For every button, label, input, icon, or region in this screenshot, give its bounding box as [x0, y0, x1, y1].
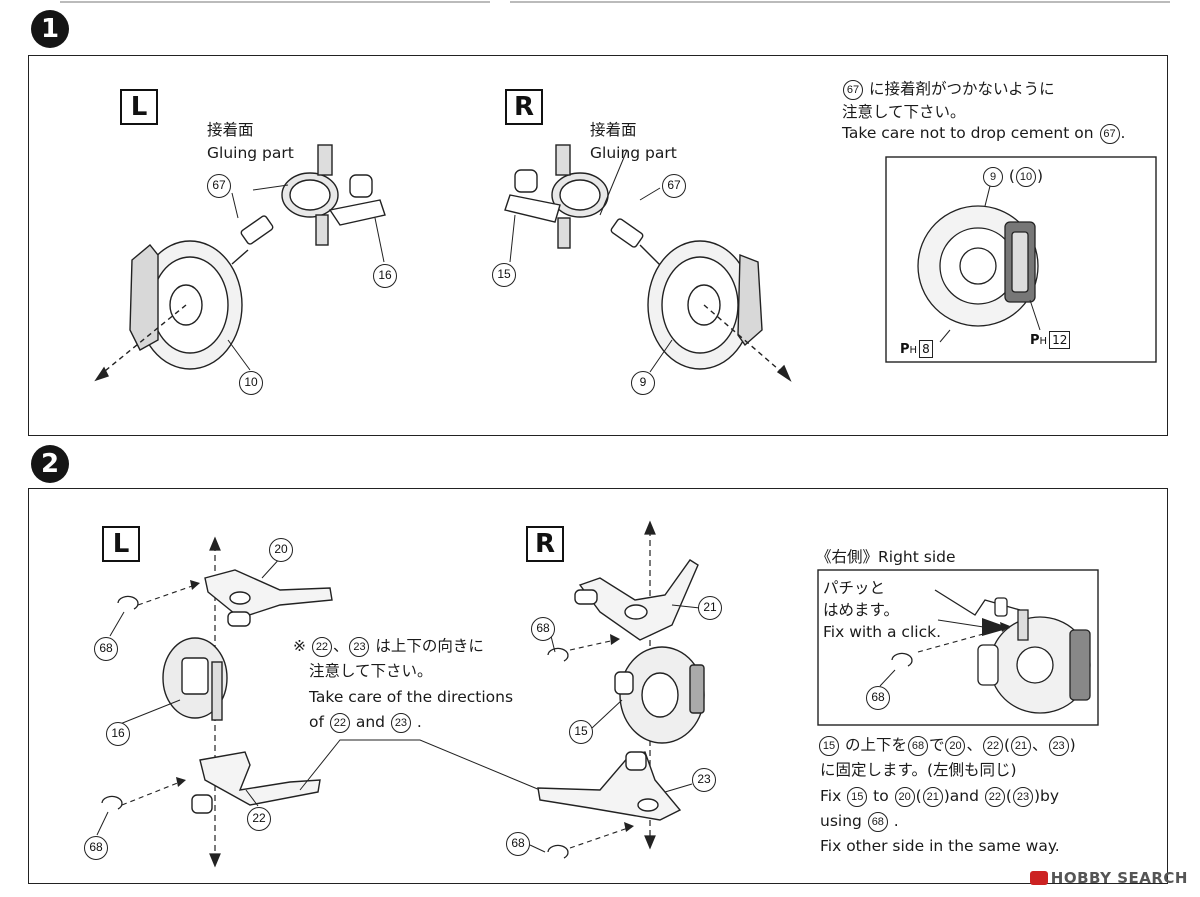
paint-p-icon: P — [1030, 333, 1040, 348]
inset-part-68: 68 — [866, 686, 890, 710]
part-68-right-bottom: 68 — [506, 832, 530, 856]
step1-note-jp-1: 67 に接着剤がつかないように — [842, 77, 1055, 101]
step2-right-clips — [547, 647, 569, 859]
step-1-number: 1 — [31, 10, 69, 48]
paint-p-icon: P — [900, 342, 910, 357]
step1-right-glue-jp: 接着面 — [590, 121, 637, 139]
step1-note-en: Take care not to drop cement on 67. — [842, 123, 1126, 144]
step2-left-arm-lower — [191, 751, 321, 814]
hobby-search-logo-icon — [1029, 871, 1048, 885]
step-1-panel — [28, 55, 1168, 436]
click-jp-1: パチッと — [823, 579, 886, 597]
part-23: 23 — [692, 768, 716, 792]
fix-en-1: Fix 15 to 20(21)and 22(23)by — [820, 786, 1060, 807]
part-67-right: 67 — [662, 174, 686, 198]
step2-left-label: L — [102, 526, 140, 562]
part-20: 20 — [269, 538, 293, 562]
step2-right-arm-lower — [537, 751, 682, 821]
note-part-67: 67 — [843, 79, 863, 100]
note-part-22: 22 — [311, 636, 332, 657]
right-side-title: 《右側》Right side — [816, 548, 956, 566]
click-jp-2: はめます。 — [823, 601, 899, 619]
inset-part-9: 9 — [983, 166, 1003, 187]
inset-brake-disc — [917, 205, 1039, 327]
step2-right-knuckle-disc — [614, 646, 705, 744]
part-21: 21 — [698, 596, 722, 620]
step1-right-knuckle — [504, 144, 609, 249]
step1-right-label: R — [505, 89, 543, 125]
note-en-part-22: 22 — [329, 712, 350, 733]
step-2-number: 2 — [31, 445, 69, 483]
step1-left-pin — [231, 215, 274, 265]
step2-left-clips — [101, 595, 139, 810]
part-15: 15 — [492, 263, 516, 287]
step2-right-arm-upper — [574, 559, 699, 641]
step2-left-knuckle — [162, 637, 228, 721]
inset-part-label: 9 (10) — [982, 164, 1043, 188]
hobby-search-watermark: HOBBY SEARCH — [1029, 869, 1188, 887]
part-16: 16 — [373, 264, 397, 288]
part-68-left-bottom: 68 — [84, 836, 108, 860]
step1-left-disc — [94, 240, 243, 382]
step1-note-jp-2: 注意して下さい。 — [842, 103, 966, 121]
part-68-right-top: 68 — [531, 617, 555, 641]
step1-left-label: L — [120, 89, 158, 125]
step2-note-jp-2: 注意して下さい。 — [309, 662, 433, 680]
inset-right-side-assembly — [891, 589, 1091, 714]
note-en-part-23: 23 — [390, 712, 411, 733]
step1-right-disc — [647, 240, 792, 382]
step1-left-knuckle — [281, 144, 386, 246]
step1-right-glue-en: Gluing part — [590, 144, 677, 162]
part-15-step2: 15 — [569, 720, 593, 744]
part-16-step2: 16 — [106, 722, 130, 746]
step1-left-glue-jp: 接着面 — [207, 121, 254, 139]
note-en-part-67: 67 — [1099, 123, 1120, 144]
fix-en-3: Fix other side in the same way. — [820, 837, 1060, 855]
step-2-panel — [28, 488, 1168, 884]
step2-left-arm-upper — [204, 569, 333, 627]
step2-note-en-2: of 22 and 23 . — [309, 712, 422, 733]
note-part-23: 23 — [349, 636, 370, 657]
fix-en-2: using 68 . — [820, 811, 899, 832]
step1-right-pin — [610, 218, 661, 266]
step1-left-glue-en: Gluing part — [207, 144, 294, 162]
part-67-left: 67 — [207, 174, 231, 198]
part-9: 9 — [631, 371, 655, 395]
inset-part-10: 10 — [1015, 166, 1036, 187]
step2-note-en-1: Take care of the directions — [309, 688, 514, 706]
part-10: 10 — [239, 371, 263, 395]
fix-jp-2: に固定します。(左側も同じ) — [820, 761, 1017, 779]
part-22: 22 — [247, 807, 271, 831]
part-68-left-top: 68 — [94, 637, 118, 661]
step2-note-jp-1: ※ 22、23 は上下の向きに — [293, 636, 484, 657]
click-en: Fix with a click. — [823, 623, 941, 641]
step2-right-label: R — [526, 526, 564, 562]
